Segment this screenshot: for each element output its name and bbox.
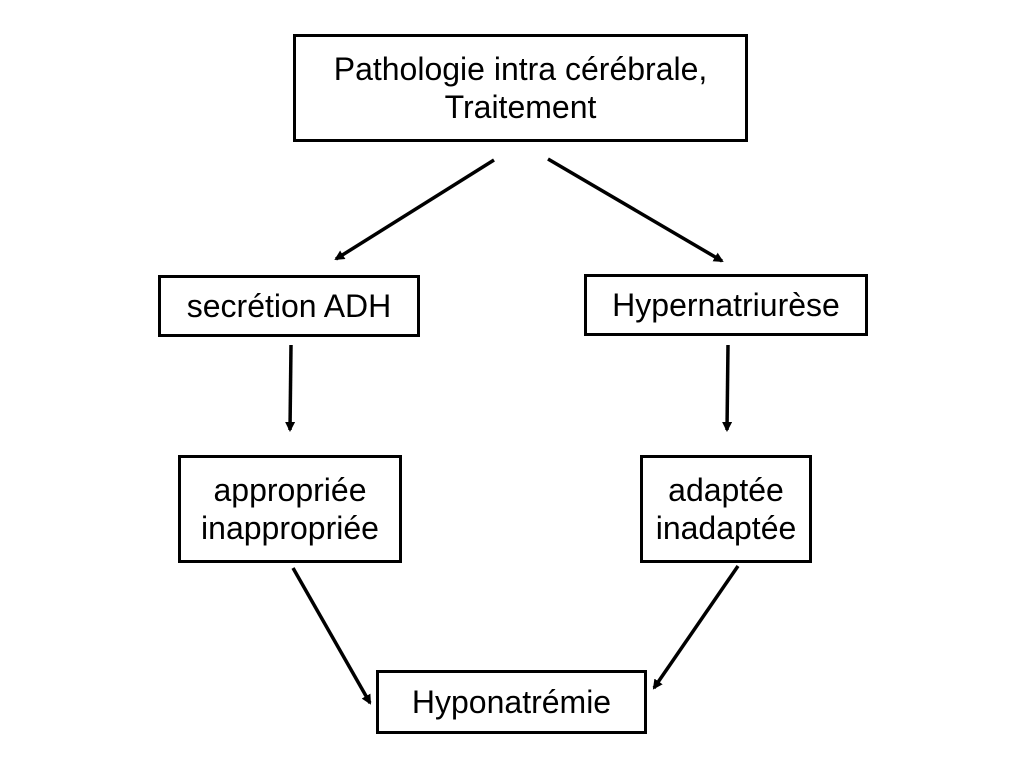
node-secretion-adh: secrétion ADH bbox=[158, 275, 420, 337]
node-adaptee-line1: adaptée bbox=[668, 472, 784, 508]
node-adaptee-line2: inadaptée bbox=[655, 510, 797, 546]
arrow-hypernatriurese-to-adaptee bbox=[722, 344, 733, 432]
node-hyponatremie-label: Hyponatrémie bbox=[411, 684, 612, 720]
arrow-appropriee-to-hyponatremie bbox=[291, 567, 372, 705]
node-appropriee-line2: inappropriée bbox=[201, 510, 379, 546]
node-pathologie-line1: Pathologie intra cérébrale, bbox=[333, 51, 708, 87]
node-adaptee: adaptée inadaptée bbox=[640, 455, 812, 563]
node-pathologie-traitement: Pathologie intra cérébrale, Traitement bbox=[293, 34, 748, 142]
node-secretion-adh-label: secrétion ADH bbox=[186, 288, 392, 324]
node-pathologie-line2: Traitement bbox=[444, 89, 597, 125]
node-hypernatriurese: Hypernatriurèse bbox=[584, 274, 868, 336]
node-appropriee: appropriée inappropriée bbox=[178, 455, 402, 563]
node-hyponatremie: Hyponatrémie bbox=[376, 670, 647, 734]
arrow-adh-to-appropriee bbox=[285, 344, 296, 432]
arrow-top-to-adh bbox=[334, 158, 495, 261]
node-hypernatriurese-label: Hypernatriurèse bbox=[612, 287, 840, 323]
arrow-adaptee-to-hyponatremie bbox=[652, 565, 740, 690]
arrow-top-to-hypernatriurese bbox=[547, 157, 724, 263]
node-appropriee-line1: appropriée bbox=[213, 472, 367, 508]
